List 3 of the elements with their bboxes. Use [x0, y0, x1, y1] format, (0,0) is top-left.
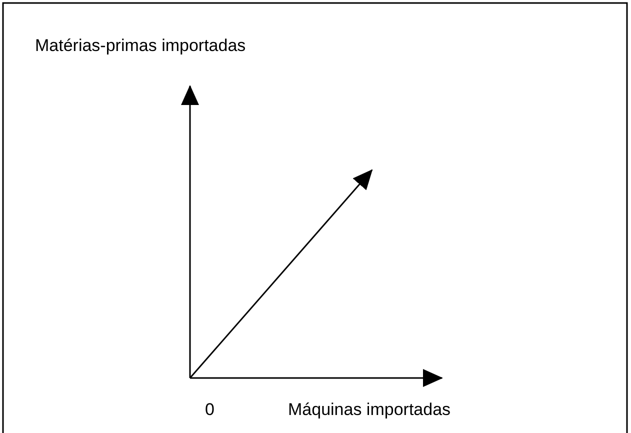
axis-label: Máquinas importadas	[288, 400, 451, 420]
origin-label: 0	[205, 400, 214, 420]
axis-label: Matérias-primas importadas	[35, 36, 246, 56]
